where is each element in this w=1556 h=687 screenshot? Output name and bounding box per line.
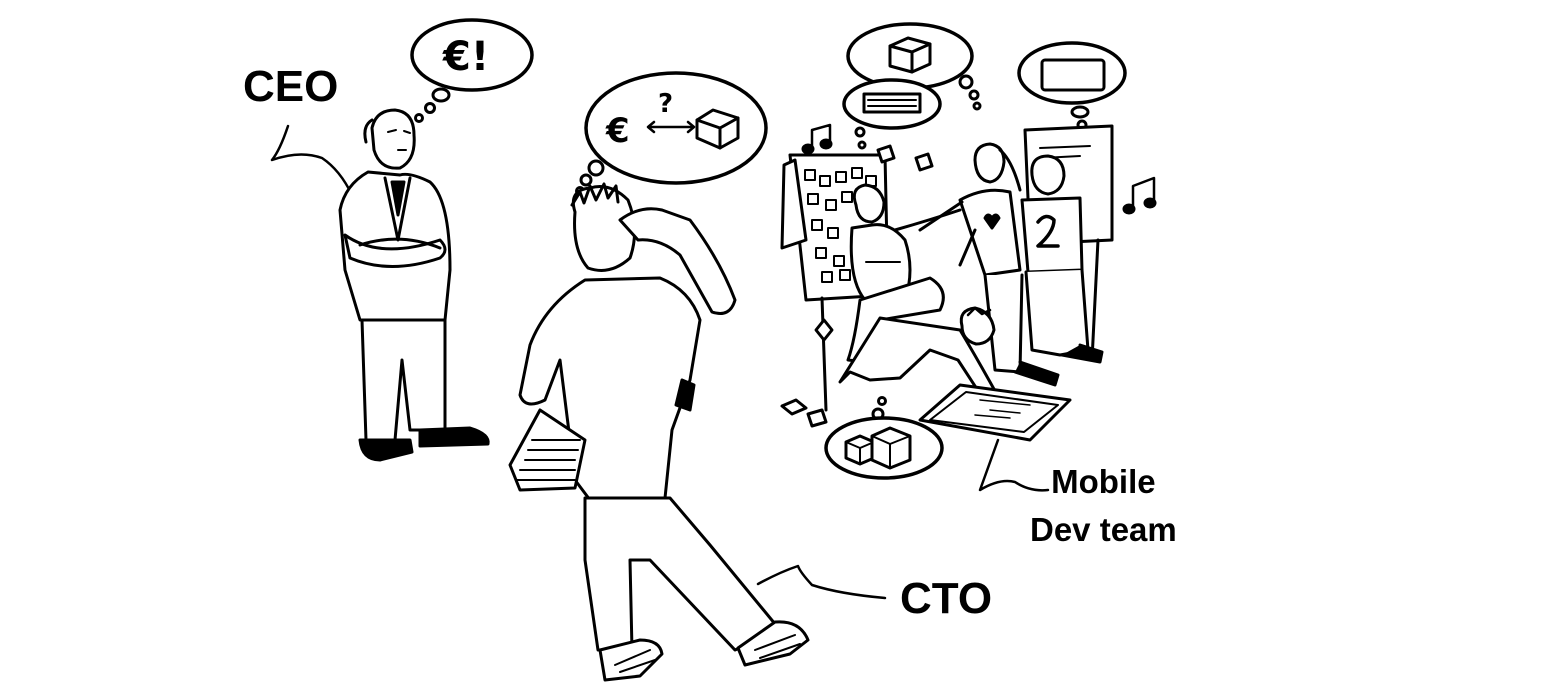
music-note-icon	[1122, 176, 1157, 215]
cto-thought-euro: €	[605, 111, 630, 151]
dev-team-label-line1: Mobile	[1051, 463, 1156, 500]
dev-team-label-line2: Dev team	[1030, 511, 1177, 548]
cto-figure	[508, 71, 887, 682]
cto-label: CTO	[900, 574, 993, 623]
music-note-icon	[801, 123, 833, 155]
cto-thought-question: ?	[658, 89, 673, 119]
ceo-thought-text: €!	[442, 34, 489, 80]
dev-team-label: Mobile Dev team	[1030, 458, 1177, 554]
ceo-label: CEO	[243, 62, 339, 111]
dev-team-group	[780, 22, 1157, 492]
ceo-figure	[270, 18, 534, 462]
